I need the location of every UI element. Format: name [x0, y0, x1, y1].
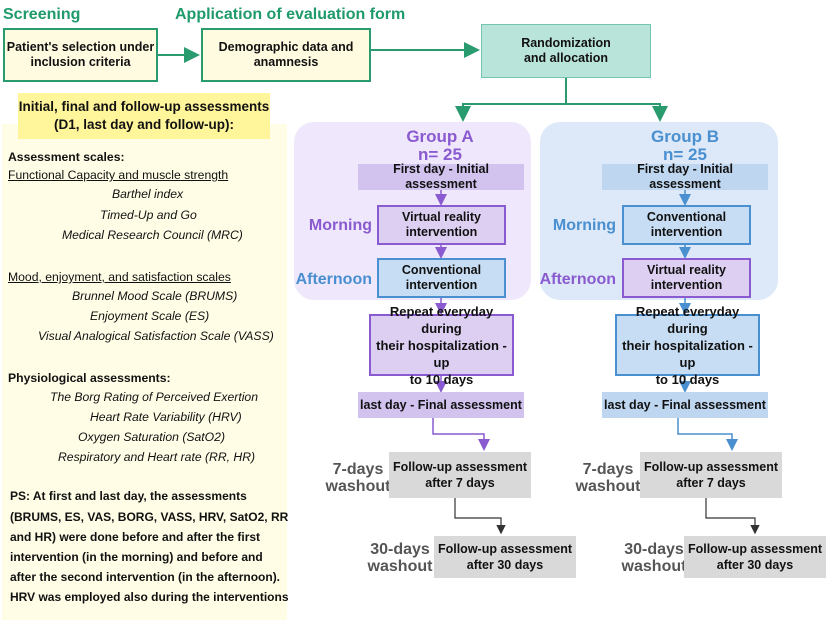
group-b-n: n= 25 — [663, 145, 707, 164]
demographic-line2: anamnesis — [253, 55, 319, 69]
ps-line: HRV was employed also during the interve… — [10, 590, 289, 604]
assessment-scales-title: Assessment scales: — [8, 150, 125, 164]
group-b-repeat-box: Repeat everyday during their hospitaliza… — [615, 304, 760, 387]
group-a-afternoon-box: Conventional intervention — [377, 258, 506, 298]
group-b-afternoon-label: Afternoon — [539, 271, 616, 288]
physio-item: Heart Rate Variability (HRV) — [90, 410, 242, 424]
ps-line: (BRUMS, ES, VAS, BORG, VASS, HRV, SatO2,… — [10, 510, 289, 524]
group-b-followup7: Follow-up assessment after 7 days — [640, 452, 782, 498]
demographic-line1: Demographic data and — [218, 40, 354, 54]
mood-item: Enjoyment Scale (ES) — [90, 309, 210, 323]
ps-line: after the second intervention (in the af… — [10, 570, 281, 584]
group-b-morning-label: Morning — [552, 217, 616, 234]
group-a-followup30-line1: Follow-up assessment — [437, 542, 573, 556]
group-a-followup7-line1: Follow-up assessment — [392, 460, 528, 474]
group-a-afternoon-line1: Conventional — [401, 263, 482, 277]
group-b-last-day: last day - Final assessment — [602, 392, 768, 418]
group-b-morning-line1: Conventional — [646, 210, 727, 224]
group-a-last-day: last day - Final assessment — [358, 392, 524, 418]
group-a-washout7-line2: washout — [325, 478, 391, 495]
demographic-box: Demographic data and anamnesis — [201, 28, 371, 82]
group-a-first-day: First day - Initial assessment — [358, 162, 524, 191]
group-b-afternoon-line2: intervention — [650, 278, 723, 292]
assessments-header-line1: Initial, final and follow-up assessments — [18, 99, 270, 114]
group-a-name: Group A — [406, 127, 474, 146]
physio-title: Physiological assessments: — [8, 371, 171, 385]
application-heading: Application of evaluation form — [175, 6, 406, 23]
group-b-afternoon-line1: Virtual reality — [647, 263, 726, 277]
functional-item: Barthel index — [112, 187, 184, 201]
mood-item: Brunnel Mood Scale (BRUMS) — [72, 289, 238, 303]
ps-line: and HR) were done before and after the f… — [10, 530, 261, 544]
group-a-morning-label: Morning — [308, 217, 372, 234]
patient-selection-line2: inclusion criteria — [30, 55, 131, 69]
group-a-n: n= 25 — [418, 145, 462, 164]
patient-selection-line1: Patient's selection under — [6, 40, 155, 54]
group-b-followup7-line2: after 7 days — [676, 476, 746, 490]
functional-item: Timed-Up and Go — [100, 208, 197, 222]
mood-item: Visual Analogical Satisfaction Scale (VA… — [38, 329, 274, 343]
patient-selection-box: Patient's selection under inclusion crit… — [3, 28, 158, 82]
group-b-washout7: 7-days washout — [572, 461, 644, 495]
assessments-header: Initial, final and follow-up assessments… — [18, 93, 270, 139]
randomization-box: Randomization and allocation — [481, 24, 651, 78]
group-b-title: Group B n= 25 — [625, 128, 745, 164]
screening-heading: Screening — [3, 6, 81, 23]
group-a-washout7-line1: 7-days — [332, 461, 384, 478]
functional-item: Medical Research Council (MRC) — [62, 228, 243, 242]
randomization-line2: and allocation — [523, 51, 609, 65]
group-a-washout30: 30-days washout — [360, 541, 440, 575]
group-b-first-day: First day - Initial assessment — [602, 162, 768, 191]
group-b-washout30-line2: washout — [621, 558, 687, 575]
group-a-morning-line2: intervention — [405, 225, 478, 239]
group-b-washout7-line2: washout — [575, 478, 641, 495]
group-a-afternoon-line2: intervention — [405, 278, 478, 292]
group-b-followup30-line2: after 30 days — [716, 558, 794, 572]
group-a-repeat-line: to 10 days — [409, 371, 474, 387]
group-a-washout7: 7-days washout — [322, 461, 394, 495]
group-b-name: Group B — [651, 127, 719, 146]
group-a-washout30-line1: 30-days — [370, 541, 430, 558]
mood-title: Mood, enjoyment, and satisfaction scales — [8, 270, 231, 284]
group-a-repeat-box: Repeat everyday during their hospitaliza… — [369, 304, 514, 387]
group-b-morning-box: Conventional intervention — [622, 205, 751, 245]
group-a-repeat-line: Repeat everyday during — [389, 303, 494, 336]
group-b-morning-line2: intervention — [650, 225, 723, 239]
group-b-washout30: 30-days washout — [614, 541, 694, 575]
group-a-followup30: Follow-up assessment after 30 days — [434, 536, 576, 578]
functional-title: Functional Capacity and muscle strength — [8, 168, 229, 182]
group-a-washout30-line2: washout — [367, 558, 433, 575]
group-b-washout7-line1: 7-days — [582, 461, 634, 478]
physio-item: Respiratory and Heart rate (RR, HR) — [58, 450, 256, 464]
ps-line: PS: At first and last day, the assessmen… — [10, 489, 247, 503]
group-a-followup30-line2: after 30 days — [466, 558, 544, 572]
group-b-repeat-line: their hospitalization - up — [622, 337, 753, 370]
group-a-afternoon-label: Afternoon — [295, 271, 372, 288]
group-b-repeat-line: Repeat everyday during — [635, 303, 740, 336]
group-a-repeat-line: their hospitalization - up — [376, 337, 507, 370]
assessments-panel — [2, 124, 287, 620]
group-b-repeat-line: to 10 days — [655, 371, 720, 387]
group-b-followup30-line1: Follow-up assessment — [687, 542, 823, 556]
assessments-header-line2: (D1, last day and follow-up): — [53, 117, 234, 132]
randomization-line1: Randomization — [521, 36, 611, 50]
ps-line: intervention (in the morning) and before… — [10, 550, 263, 564]
group-b-afternoon-box: Virtual reality intervention — [622, 258, 751, 298]
group-a-morning-line1: Virtual reality — [402, 210, 481, 224]
physio-item: Oxygen Saturation (SatO2) — [78, 430, 225, 444]
group-a-followup7-line2: after 7 days — [425, 476, 495, 490]
physio-item: The Borg Rating of Perceived Exertion — [50, 390, 258, 404]
group-b-followup30: Follow-up assessment after 30 days — [684, 536, 826, 578]
group-b-washout30-line1: 30-days — [624, 541, 684, 558]
group-a-morning-box: Virtual reality intervention — [377, 205, 506, 245]
group-a-title: Group A n= 25 — [380, 128, 500, 164]
group-b-followup7-line1: Follow-up assessment — [643, 460, 779, 474]
group-a-followup7: Follow-up assessment after 7 days — [389, 452, 531, 498]
